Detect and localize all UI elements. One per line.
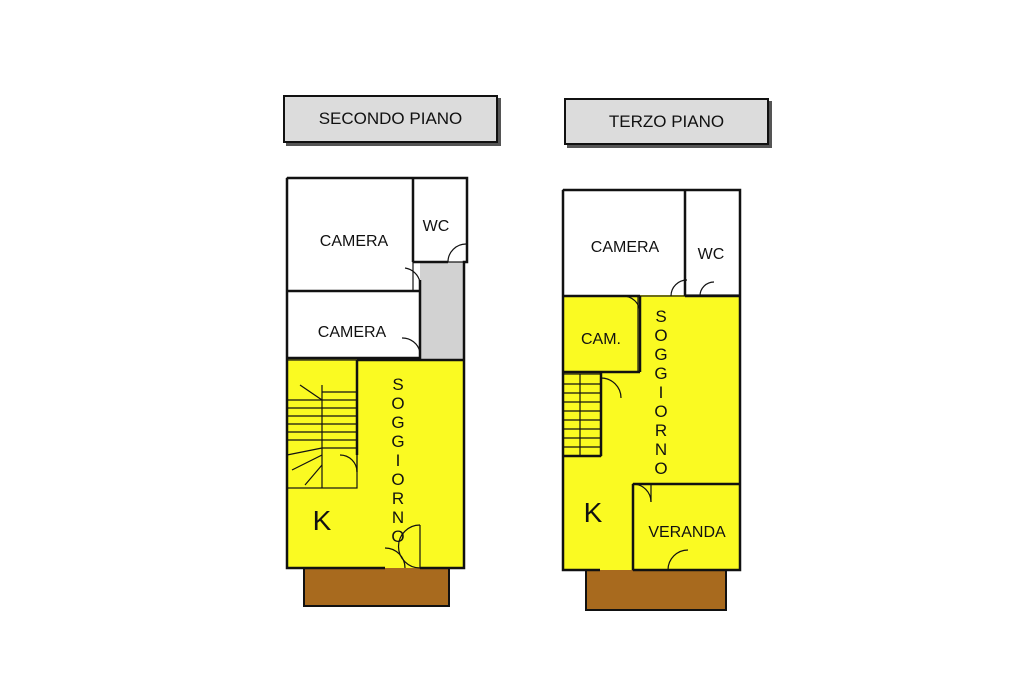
room-soggiorno-secondo [287, 358, 464, 568]
label-k-terzo: K [584, 497, 603, 528]
label-k-secondo: K [313, 505, 332, 536]
stair-treads-terzo [563, 374, 601, 456]
room-soggiorno-terzo [563, 295, 741, 570]
label-camera-top-secondo: CAMERA [320, 233, 389, 250]
balcony-secondo [303, 565, 450, 607]
doors-secondo [339, 243, 467, 569]
corridor-secondo [420, 262, 464, 360]
room-wc-terzo [684, 189, 741, 296]
stair-treads-secondo [286, 384, 357, 488]
balcony-terzo [585, 567, 727, 611]
floor-title-terzo: TERZO PIANO [564, 98, 769, 145]
label-wc-secondo: WC [423, 218, 450, 235]
label-wc-terzo: WC [698, 246, 725, 263]
label-cam-terzo: CAM. [581, 331, 621, 348]
doors-terzo [600, 279, 715, 571]
label-veranda-terzo: VERANDA [648, 524, 726, 541]
label-camera-top-terzo: CAMERA [591, 239, 660, 256]
label-camera-mid-secondo: CAMERA [318, 324, 387, 341]
floor-title-secondo: SECONDO PIANO [283, 95, 498, 143]
